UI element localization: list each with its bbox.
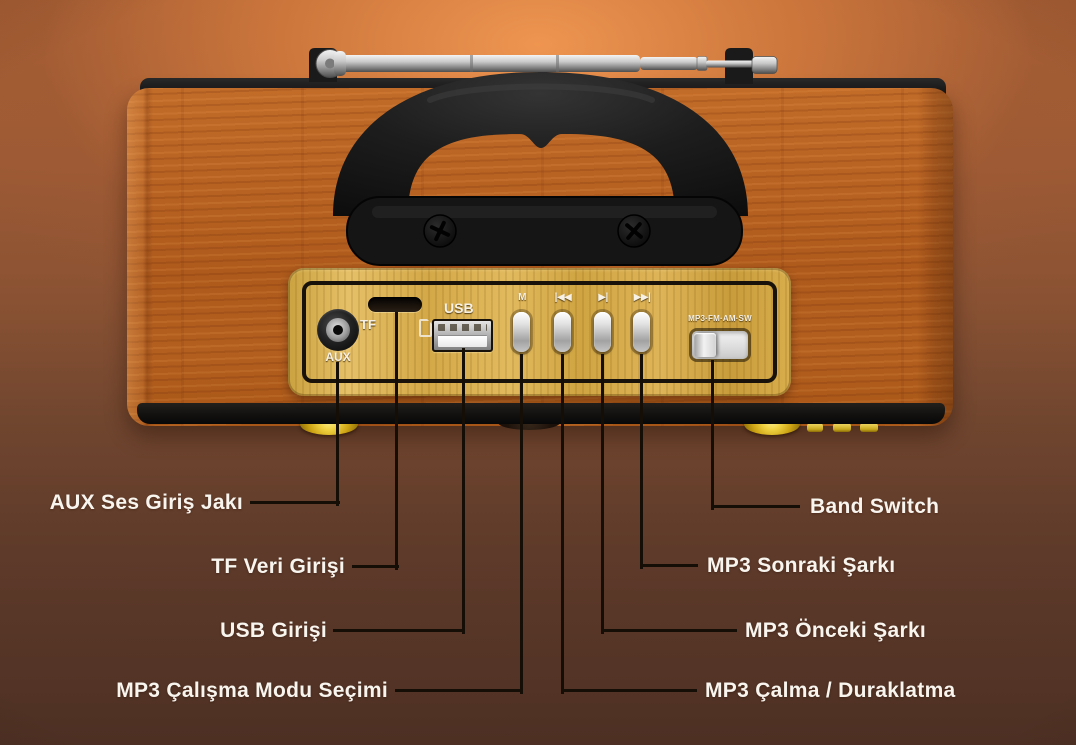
callout-line-next-horizontal — [640, 564, 698, 567]
aux-port-label: AUX — [325, 350, 351, 364]
play-pause-button-glyph: ▶| — [598, 292, 608, 303]
callout-label-previous-song: MP3 Önceki Şarkı — [745, 619, 927, 642]
callout-line-playpause-vertical — [561, 354, 564, 694]
handle-screw-left — [423, 214, 457, 248]
carry-handle — [333, 72, 748, 216]
usb-port-pins — [438, 324, 487, 331]
mode-button-glyph: M — [518, 292, 526, 303]
usb-port-tongue — [438, 335, 487, 347]
callout-label-next-song: MP3 Sonraki Şarkı — [707, 554, 896, 577]
callout-line-band-horizontal — [711, 505, 800, 508]
callout-line-previous-vertical — [601, 354, 604, 634]
sd-card-icon — [419, 319, 432, 337]
gold-switch-tab-1 — [807, 423, 823, 432]
callout-line-tf-vertical — [395, 312, 398, 570]
callout-line-mode-vertical — [520, 354, 523, 694]
band-switch-knob — [694, 333, 716, 357]
callout-line-previous-horizontal — [601, 629, 737, 632]
callout-label-tf: TF Veri Girişi — [211, 555, 345, 578]
handle-base-highlight — [372, 206, 717, 218]
band-switch-label: MP3·FM·AM·SW — [688, 314, 752, 323]
play-pause-button — [594, 312, 611, 352]
aux-jack-hole — [333, 325, 343, 335]
control-panel: AUX TF USB M |◀◀ ▶| ▶▶| MP3·FM·AM·SW — [288, 268, 791, 396]
callout-line-playpause-horizontal — [561, 689, 697, 692]
callout-line-usb-vertical — [462, 348, 465, 634]
handle-highlight — [427, 83, 655, 103]
mode-button — [513, 312, 530, 352]
next-button-glyph: ▶▶| — [633, 292, 651, 303]
callout-line-mode-horizontal — [395, 689, 523, 692]
tf-port-label: TF — [360, 317, 376, 332]
next-button — [633, 312, 650, 352]
control-panel-border — [302, 281, 777, 383]
callout-label-play-pause: MP3 Çalma / Duraklatma — [705, 679, 956, 702]
handle-screw-right — [617, 214, 651, 248]
usb-port-label: USB — [444, 300, 474, 316]
aux-jack — [317, 309, 359, 351]
tf-card-slot — [368, 297, 422, 312]
callout-line-usb-horizontal — [333, 629, 465, 632]
callout-label-mode: MP3 Çalışma Modu Seçimi — [116, 679, 388, 702]
callout-label-band-switch: Band Switch — [810, 495, 940, 518]
gold-switch-tab-2 — [833, 423, 851, 432]
telescopic-antenna — [315, 49, 778, 78]
callout-line-next-vertical — [640, 354, 643, 569]
callout-line-tf-horizontal — [352, 565, 399, 568]
previous-button-glyph: |◀◀ — [554, 292, 572, 303]
aux-jack-ring — [326, 318, 350, 342]
gold-switch-tab-3 — [860, 423, 878, 432]
previous-button — [554, 312, 571, 352]
callout-label-aux: AUX Ses Giriş Jakı — [49, 491, 243, 514]
device-bottom-edge — [137, 403, 945, 424]
callout-line-aux-vertical — [336, 362, 339, 506]
callout-label-usb: USB Girişi — [220, 619, 327, 642]
band-switch — [692, 331, 748, 359]
callout-line-band-vertical — [711, 360, 714, 510]
callout-line-aux-horizontal — [250, 501, 340, 504]
